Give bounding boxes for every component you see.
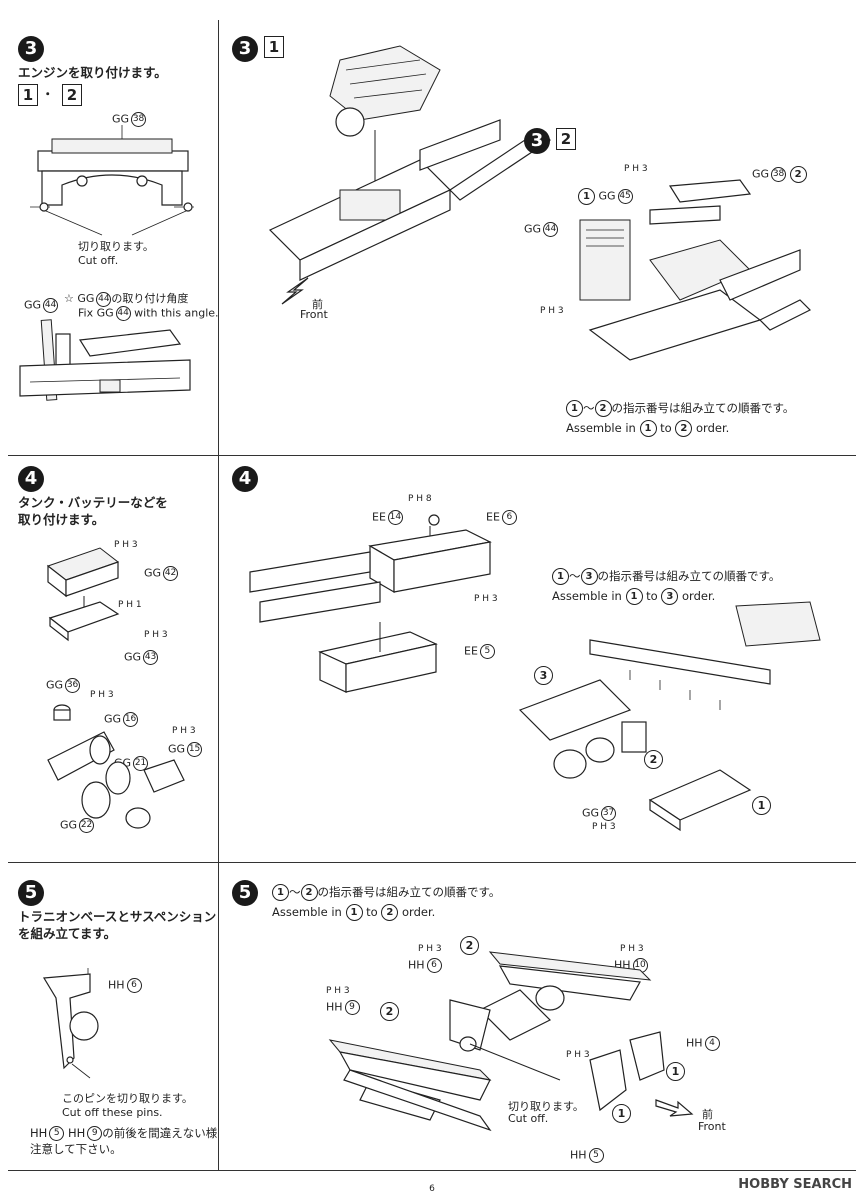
- part-label-ph8: P H 8: [408, 494, 432, 504]
- front-label-jp: 前: [702, 1108, 713, 1121]
- trunnion-pin-illustration: [42, 968, 99, 1079]
- step-title: エンジンを取り付けます。: [18, 65, 167, 80]
- sub-box-2: 2: [62, 84, 82, 106]
- order-callout-2: 2: [380, 1002, 399, 1021]
- battery-box-illustration: [46, 547, 120, 642]
- cut-pins-en: Cut off these pins.: [62, 1106, 163, 1119]
- part-label-ph3: P H 3: [620, 944, 644, 954]
- engine-install-illustration: [268, 45, 551, 281]
- part-label-ph3: P H 3: [540, 306, 564, 316]
- radiator-install-illustration: [579, 179, 812, 361]
- suspension-assembly-illustration: [328, 951, 665, 1132]
- row-divider-1: [8, 455, 856, 456]
- cut-note-jp: 切り取ります。: [508, 1100, 584, 1113]
- order-note-en: Assemble in 1 to 3 order.: [552, 588, 716, 605]
- step-title-line2: を組み立てます。: [18, 926, 117, 941]
- sub-separator: ・: [42, 87, 54, 101]
- part-label-ph3: P H 3: [144, 630, 168, 640]
- step-number: 5: [232, 880, 258, 906]
- radiator-angle-illustration: [19, 319, 191, 401]
- order-callout-2: 2: [460, 936, 479, 955]
- row-divider-2: [8, 862, 856, 863]
- front-arrow-icon: [281, 277, 309, 305]
- front-label-en: Front: [698, 1120, 726, 1133]
- part-label-ph3: P H 3: [418, 944, 442, 954]
- sub-box-2: 2: [556, 128, 576, 150]
- part-label-ph3: P H 3: [172, 726, 196, 736]
- order-note-en: Assemble in 1 to 2 order.: [566, 420, 730, 437]
- step-number: 3: [524, 128, 550, 154]
- part-label-ph1: P H 1: [118, 600, 142, 610]
- cut-note-en: Cut off.: [78, 254, 119, 267]
- part-label-ph3: P H 3: [326, 986, 350, 996]
- step-number: 4: [232, 466, 258, 492]
- order-note-en: Assemble in 1 to 2 order.: [272, 904, 436, 921]
- caution-note-line2: 注意して下さい。: [30, 1142, 122, 1156]
- step-number: 4: [18, 466, 44, 492]
- part-label-ph3: P H 3: [474, 594, 498, 604]
- step-title-line1: タンク・バッテリーなどを: [18, 495, 168, 510]
- order-callout-2: 2: [644, 750, 663, 769]
- watermark-logo: HOBBY SEARCH: [738, 1177, 852, 1192]
- bracket-assembly-illustration: [47, 704, 185, 829]
- front-label-jp: 前: [312, 298, 323, 311]
- page-number: 6: [429, 1184, 435, 1194]
- part-label-ph3: P H 3: [624, 164, 648, 174]
- step-number: 3: [232, 36, 258, 62]
- part-label-ph3: P H 3: [114, 540, 138, 550]
- radiator-cut-illustration: [30, 125, 194, 236]
- part-label-ph3: P H 3: [90, 690, 114, 700]
- part-label-ph3: P H 3: [592, 822, 616, 832]
- front-arrow-icon: [655, 1099, 694, 1117]
- order-callout-1: 1: [666, 1062, 685, 1081]
- step-number: 3: [18, 36, 44, 62]
- step-number: 5: [18, 880, 44, 906]
- front-label-en: Front: [300, 308, 328, 321]
- fuel-tank-illustration: [249, 514, 492, 693]
- frame-battery-illustration: [518, 601, 821, 832]
- row-divider-3: [8, 1170, 856, 1171]
- part-label-ph3: P H 3: [566, 1050, 590, 1060]
- cut-note-en: Cut off.: [508, 1112, 549, 1125]
- step-title-line1: トラニオンベースとサスペンション: [18, 909, 217, 924]
- order-callout-1: 1: [612, 1104, 631, 1123]
- sub-box-1: 1: [264, 36, 284, 58]
- sub-box-1: 1: [18, 84, 38, 106]
- order-callout-1: 1: [752, 796, 771, 815]
- step-title-line2: 取り付けます。: [18, 512, 105, 527]
- cut-note-jp: 切り取ります。: [78, 240, 154, 253]
- cut-pins-jp: このピンを切り取ります。: [62, 1092, 193, 1105]
- column-divider: [218, 20, 219, 1170]
- order-callout-3: 3: [534, 666, 553, 685]
